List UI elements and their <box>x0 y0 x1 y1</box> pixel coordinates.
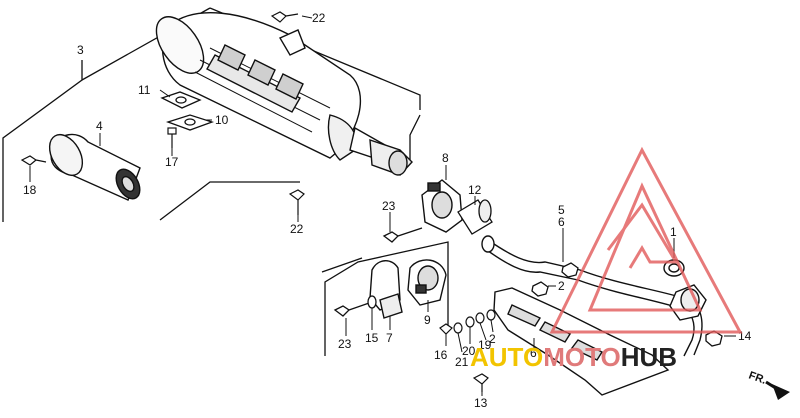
label-part-6-b: 6 <box>530 346 537 360</box>
watermark-logo <box>549 146 743 334</box>
clamp-7 <box>369 260 403 319</box>
muffler-body <box>155 11 413 176</box>
direction-label: FR. <box>747 370 768 387</box>
label-part-13: 13 <box>474 396 488 410</box>
clamp-8 <box>421 179 463 233</box>
label-part-12: 12 <box>468 183 482 197</box>
label-part-21: 21 <box>455 355 469 369</box>
label-part-22-top: 22 <box>312 11 326 25</box>
watermark-text: AUTOMOTOHUB <box>470 342 677 372</box>
label-part-4: 4 <box>96 119 103 133</box>
bolt-23-upper <box>382 227 423 243</box>
label-part-8: 8 <box>442 151 449 165</box>
label-part-18: 18 <box>23 183 37 197</box>
gasket-11 <box>160 91 202 109</box>
watermark-text-auto: AUTO <box>470 342 543 372</box>
clamp-group-outline <box>321 241 449 356</box>
nuts-2 <box>531 262 579 297</box>
bolt-22-lower <box>288 189 305 215</box>
label-part-23-lower: 23 <box>338 337 352 351</box>
bolt-17 <box>167 127 177 148</box>
label-part-2-a: 2 <box>558 279 565 293</box>
end-pipe-4 <box>48 133 141 201</box>
label-part-23-upper: 23 <box>382 199 396 213</box>
bracket-10 <box>165 114 215 131</box>
watermark-text-moto: MOTO <box>543 342 621 372</box>
bolt-23-lower <box>333 301 373 317</box>
part-labels: 22 3 11 10 4 17 18 22 8 12 23 5 1 2 14 2… <box>23 11 752 410</box>
label-part-2-b: 2 <box>489 332 496 346</box>
label-part-11: 11 <box>138 83 151 97</box>
label-part-17: 17 <box>165 155 179 169</box>
washer-15 <box>367 295 377 309</box>
label-part-15: 15 <box>365 331 379 345</box>
bolt-22-top <box>270 11 299 23</box>
label-part-6-a: 6 <box>558 215 565 229</box>
leader-lines <box>29 15 736 396</box>
label-part-22-lower: 22 <box>290 222 304 236</box>
bolt-18 <box>20 155 47 166</box>
label-part-3: 3 <box>77 43 84 57</box>
gasket-12 <box>457 199 493 235</box>
label-part-9: 9 <box>424 313 431 327</box>
label-part-10: 10 <box>215 113 229 127</box>
label-part-1: 1 <box>670 225 677 239</box>
label-part-20: 20 <box>462 344 476 358</box>
direction-arrow: FR. <box>747 370 790 400</box>
label-part-7: 7 <box>386 331 393 345</box>
clamp-9 <box>407 259 447 306</box>
label-part-19: 19 <box>478 338 492 352</box>
label-part-5: 5 <box>558 203 565 217</box>
watermark-text-hub: HUB <box>621 342 677 372</box>
label-part-16: 16 <box>434 348 448 362</box>
